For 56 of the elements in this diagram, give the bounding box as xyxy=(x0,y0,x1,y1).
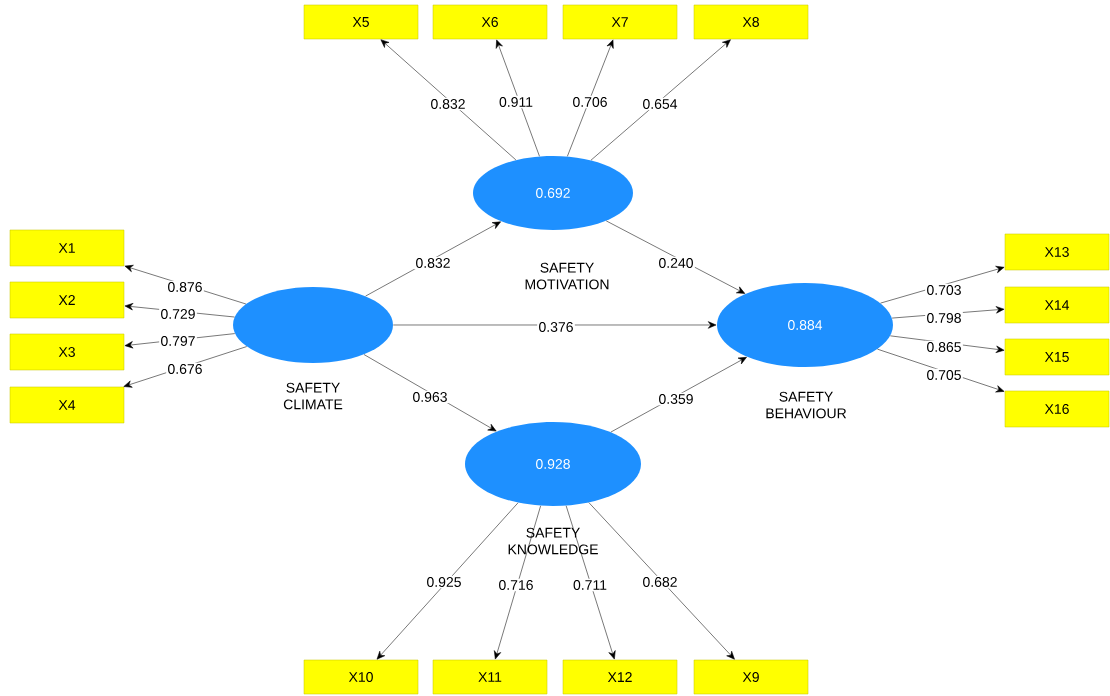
edge-label: 0.705 xyxy=(925,368,963,382)
edge-label: 0.911 xyxy=(497,95,535,109)
edge-label: 0.716 xyxy=(497,578,535,592)
arrow xyxy=(567,39,614,157)
arrow xyxy=(590,39,731,161)
edge-label: 0.682 xyxy=(641,575,679,589)
indicator-box: X11 xyxy=(432,659,548,695)
edge-label: 0.925 xyxy=(425,575,463,589)
edge-label: 0.703 xyxy=(925,283,963,297)
arrow xyxy=(880,265,1005,304)
indicator-box: X1 xyxy=(9,229,125,267)
variable-label: SAFETY CLIMATE xyxy=(283,382,343,410)
arrow xyxy=(365,221,501,297)
arrow xyxy=(380,39,517,161)
indicator-box: X12 xyxy=(562,659,678,695)
edge-label: 0.376 xyxy=(537,320,575,334)
indicator-box: X8 xyxy=(693,4,809,40)
edge-label: 0.876 xyxy=(166,280,204,294)
edge-label: 0.798 xyxy=(925,311,963,325)
edge-label: 0.654 xyxy=(641,97,679,111)
indicator-box: X9 xyxy=(693,659,809,695)
variable-label: SAFETY KNOWLEDGE xyxy=(508,527,598,555)
edge-label: 0.706 xyxy=(571,95,609,109)
indicator-box: X5 xyxy=(303,4,419,40)
arrow xyxy=(363,354,497,432)
indicator-box: X7 xyxy=(562,4,678,40)
edge-label: 0.240 xyxy=(657,256,695,270)
indicator-box: X15 xyxy=(1004,338,1110,376)
indicator-box: X3 xyxy=(9,333,125,371)
variable-label: SAFETY MOTIVATION xyxy=(525,262,609,290)
arrow xyxy=(877,348,1005,393)
edge-label: 0.676 xyxy=(166,362,204,376)
arrow xyxy=(393,321,717,329)
indicator-box: X13 xyxy=(1004,233,1110,271)
edge-label: 0.963 xyxy=(411,390,449,404)
edge-label: 0.359 xyxy=(657,392,695,406)
edge-label: 0.711 xyxy=(571,578,609,592)
variable-label: SAFETY BEHAVIOUR xyxy=(766,391,847,419)
indicator-box: X16 xyxy=(1004,390,1110,428)
arrow xyxy=(494,505,541,660)
indicator-box: X2 xyxy=(9,281,125,319)
arrow xyxy=(376,502,519,660)
arrow xyxy=(588,502,735,660)
indicator-box: X6 xyxy=(432,4,548,40)
edge-label: 0.865 xyxy=(925,340,963,354)
indicator-box: X4 xyxy=(9,386,125,424)
arrow xyxy=(610,356,747,433)
arrow xyxy=(565,505,616,660)
edge-label: 0.832 xyxy=(414,256,452,270)
indicator-box: X14 xyxy=(1004,286,1110,324)
arrow xyxy=(605,220,746,294)
edge-label: 0.729 xyxy=(159,307,197,321)
edge-label: 0.797 xyxy=(159,334,197,348)
indicator-box: X10 xyxy=(303,659,419,695)
edge-label: 0.832 xyxy=(429,97,467,111)
arrow xyxy=(495,39,540,157)
